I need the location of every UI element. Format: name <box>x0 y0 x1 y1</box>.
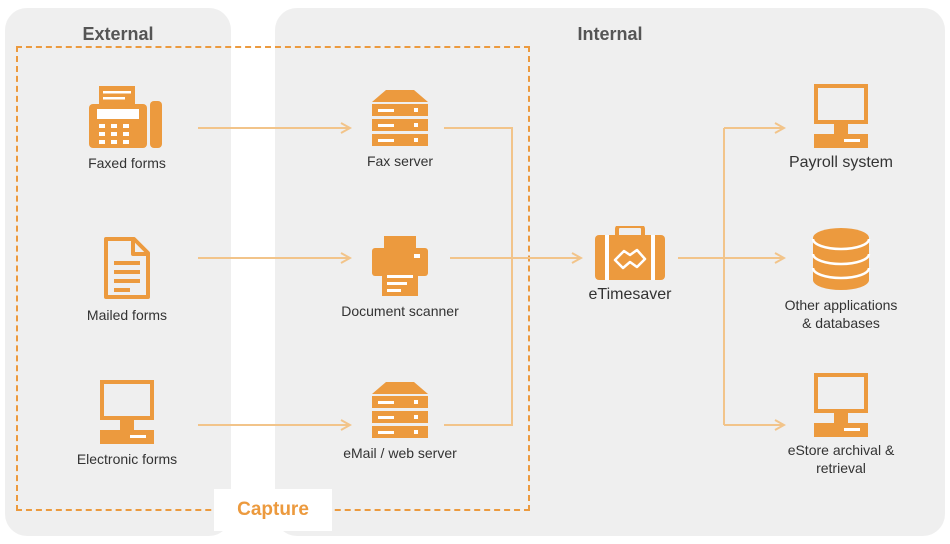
estore-archival-label: eStore archival & <box>787 442 895 458</box>
node-fax-server: Fax server <box>338 90 462 170</box>
etimesaver-label: eTimesaver <box>588 286 672 303</box>
external-title: External <box>82 24 154 44</box>
internal-title: Internal <box>577 24 643 44</box>
document-scanner-label: Document scanner <box>341 303 459 319</box>
node-estore-archival: eStore archival & retrieval <box>766 373 916 477</box>
capture-label: Capture <box>214 489 332 531</box>
node-payroll-system: Payroll system <box>775 84 907 172</box>
email-server-label: eMail / web server <box>343 445 457 461</box>
server-icon <box>372 90 428 146</box>
payroll-system-label: Payroll system <box>788 154 894 171</box>
node-other-applications: Other applications & databases <box>766 226 916 332</box>
arrow-fax-server-merge <box>444 127 513 426</box>
document-icon <box>104 237 150 299</box>
node-mailed-forms: Mailed forms <box>66 236 188 324</box>
node-etimesaver: eTimesaver <box>568 226 692 304</box>
computer-terminal-icon <box>814 373 868 437</box>
briefcase-handshake-icon <box>595 226 665 280</box>
other-applications-label-line2: & databases <box>802 315 880 331</box>
scanner-printer-icon <box>372 236 428 296</box>
node-electronic-forms: Electronic forms <box>56 380 198 468</box>
electronic-forms-label: Electronic forms <box>76 451 178 467</box>
node-faxed-forms: Faxed forms <box>66 86 188 172</box>
node-email-server: eMail / web server <box>330 382 470 462</box>
mailed-forms-label: Mailed forms <box>86 307 168 323</box>
fax-server-label: Fax server <box>366 153 434 169</box>
database-icon <box>811 228 871 290</box>
computer-terminal-icon <box>100 380 154 444</box>
fax-machine-icon <box>89 86 162 148</box>
other-applications-label: Other applications <box>784 297 898 313</box>
node-document-scanner: Document scanner <box>325 236 475 320</box>
estore-archival-label-line2: retrieval <box>816 460 866 476</box>
faxed-forms-label: Faxed forms <box>88 155 166 171</box>
server-icon <box>372 382 428 438</box>
computer-terminal-icon <box>814 84 868 148</box>
